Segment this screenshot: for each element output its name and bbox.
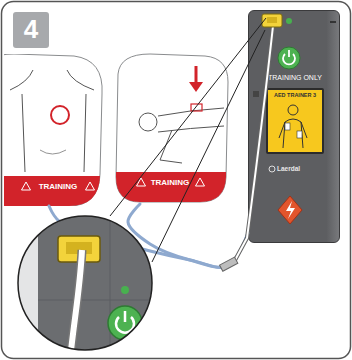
device-mark [330, 21, 336, 23]
device-seam [38, 300, 178, 301]
patient-figure [139, 113, 157, 131]
power-button [108, 306, 142, 340]
pad-socket [58, 236, 100, 262]
cable-connector [220, 257, 238, 271]
device-mark [253, 91, 259, 97]
lens-background [10, 210, 170, 360]
magnified-view [10, 210, 178, 360]
pad-body [116, 54, 228, 202]
power-symbol [283, 54, 295, 64]
placement-arrow [189, 82, 203, 92]
pad-warning-band [116, 172, 226, 202]
electrode-pad: TRAINING [4, 54, 104, 206]
white-cable [234, 26, 273, 262]
screen-title: AED TRAINER 3 [268, 92, 322, 99]
aed-trainer-device: TRAINING ONLY Laerdal AED TRAINER 3 [248, 10, 340, 243]
step-badge: 4 [13, 12, 49, 48]
leader-line [110, 18, 266, 216]
screen-pad [285, 123, 290, 130]
torso-figure [40, 150, 66, 154]
device-seam [110, 214, 111, 360]
device-screen: AED TRAINER 3 [266, 88, 324, 154]
socket-slot [267, 17, 277, 23]
white-cable [70, 250, 82, 360]
screen-figure [279, 119, 307, 148]
pad-cable [49, 206, 248, 267]
warning-triangle [137, 178, 146, 186]
brand-logo [269, 166, 275, 172]
status-led [121, 286, 129, 294]
pad-socket [262, 14, 282, 27]
shock-button [278, 196, 302, 224]
pad-warning-band [4, 176, 100, 206]
pad-cable [128, 204, 248, 267]
magnifier-ring [18, 216, 152, 350]
shock-symbol [286, 201, 295, 219]
warning-triangle [196, 178, 205, 186]
pad-body [4, 54, 102, 206]
screen-figure [288, 105, 298, 115]
patient-figure [158, 108, 224, 163]
power-symbol [124, 311, 127, 322]
brand-name: Laerdal [277, 165, 317, 173]
power-button [278, 47, 300, 69]
status-led [286, 18, 292, 24]
cable-outline [70, 250, 82, 360]
power-symbol [288, 50, 290, 57]
torso-figure [10, 70, 94, 172]
pad-placement-mark [51, 106, 69, 124]
warning-triangle [86, 182, 95, 190]
device-closeup [38, 214, 178, 360]
pad-placement-mark [191, 104, 202, 111]
leader-line [152, 30, 265, 262]
screen-pad [297, 131, 302, 138]
pad-warning-text: TRAINING [130, 178, 210, 188]
cable-outline [234, 26, 273, 262]
pad-warning-text: TRAINING [18, 182, 98, 192]
socket-slot [66, 242, 92, 254]
power-symbol [116, 317, 134, 333]
step-number: 4 [13, 14, 49, 45]
warning-triangle [22, 182, 31, 190]
training-label: TRAINING ONLY [253, 74, 337, 82]
electrode-pad: TRAINING [110, 52, 230, 204]
placement-arrow [195, 66, 198, 84]
